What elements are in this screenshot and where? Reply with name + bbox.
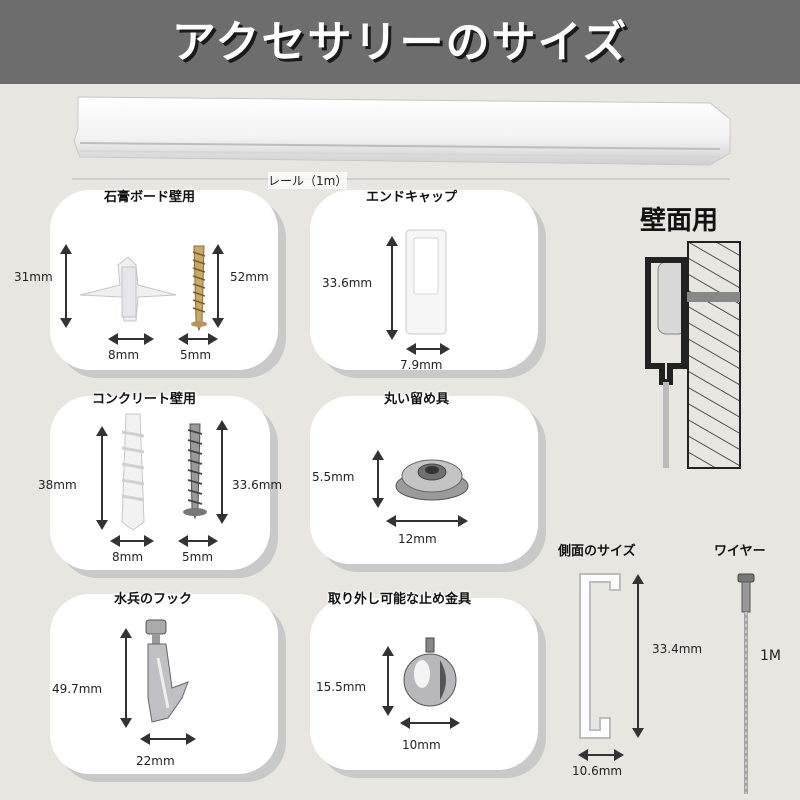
concrete-anchor-height-arrow xyxy=(96,426,108,530)
endcap-width-arrow xyxy=(406,343,450,355)
hook-height-arrow xyxy=(120,628,132,728)
wire-length-label: 1M xyxy=(760,648,781,664)
card-hook-title: 水兵のフック xyxy=(114,592,193,607)
concrete-screw-height-arrow xyxy=(216,420,228,524)
header-banner: アクセサリーのサイズ xyxy=(0,0,800,84)
gypsum-screw-height-arrow xyxy=(212,244,224,328)
card-endcap-title: エンドキャップ xyxy=(366,190,458,205)
gypsum-anchor-width-label: 8mm xyxy=(108,348,140,362)
gypsum-anchor-width-arrow xyxy=(108,333,154,345)
concrete-anchor-width-label: 8mm xyxy=(112,550,144,564)
rail-length-label: レール（1m） xyxy=(268,172,348,189)
gypsum-screw-icon xyxy=(191,245,207,332)
endcap-height-arrow xyxy=(386,236,398,340)
concrete-anchor-icon xyxy=(121,413,145,531)
side-profile-width-arrow xyxy=(578,749,624,761)
removable-height-arrow xyxy=(382,646,394,716)
concrete-anchor-height-label: 38mm xyxy=(38,478,77,492)
concrete-screw-icon xyxy=(183,423,207,520)
side-profile-icon xyxy=(579,573,621,739)
concrete-screw-width-arrow xyxy=(178,535,218,547)
removable-width-label: 10mm xyxy=(402,738,441,752)
gypsum-anchor-height-label: 31mm xyxy=(14,270,53,284)
card-concrete-title: コンクリート壁用 xyxy=(92,392,197,407)
concrete-anchor-width-arrow xyxy=(110,535,154,547)
endcap-width-label: 7.9mm xyxy=(400,358,443,372)
gypsum-anchor-height-arrow xyxy=(60,244,72,328)
hook-icon xyxy=(145,619,189,723)
side-profile-height-arrow xyxy=(632,574,644,738)
removable-fastener-icon xyxy=(403,637,457,707)
concrete-screw-width-label: 5mm xyxy=(182,550,214,564)
card-concrete xyxy=(50,396,270,570)
hook-width-arrow xyxy=(140,733,196,745)
round-height-arrow xyxy=(372,450,384,508)
page-title: アクセサリーのサイズ xyxy=(171,17,629,68)
gypsum-screw-width-label: 5mm xyxy=(180,348,212,362)
rail-length-line xyxy=(72,178,730,180)
endcap-icon xyxy=(405,229,447,335)
side-profile-height-label: 33.4mm xyxy=(652,642,703,656)
round-width-label: 12mm xyxy=(398,532,437,546)
card-removable-title: 取り外し可能な止め金具 xyxy=(328,592,472,607)
card-gypsum-title: 石膏ボード壁用 xyxy=(104,190,196,205)
gypsum-screw-width-arrow xyxy=(178,333,218,345)
wire-title: ワイヤー xyxy=(714,544,766,559)
round-height-label: 5.5mm xyxy=(312,470,355,484)
rail-illustration xyxy=(73,96,731,166)
concrete-screw-height-label: 33.6mm xyxy=(232,478,283,492)
round-fastener-icon xyxy=(395,459,469,501)
card-gypsum-board xyxy=(50,190,278,370)
wire-icon xyxy=(737,573,755,794)
removable-height-label: 15.5mm xyxy=(316,680,367,694)
gypsum-anchor-icon xyxy=(79,256,177,322)
removable-width-arrow xyxy=(400,717,460,729)
round-width-arrow xyxy=(386,515,468,527)
wall-mount-title: 壁面用 xyxy=(640,206,719,236)
hook-width-label: 22mm xyxy=(136,754,175,768)
side-profile-title: 側面のサイズ xyxy=(558,544,636,559)
endcap-height-label: 33.6mm xyxy=(322,276,373,290)
side-profile-width-label: 10.6mm xyxy=(572,764,623,778)
hook-height-label: 49.7mm xyxy=(52,682,103,696)
wall-mount-diagram xyxy=(645,241,741,469)
card-round-title: 丸い留め具 xyxy=(384,392,450,407)
gypsum-screw-height-label: 52mm xyxy=(230,270,269,284)
